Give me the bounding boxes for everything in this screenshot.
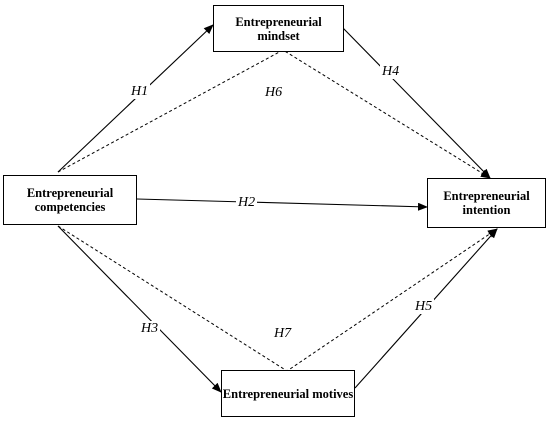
node-label: Entrepreneurial motives	[222, 386, 354, 401]
label-h5: H5	[413, 299, 435, 314]
label-h6: H6	[263, 85, 285, 100]
node-entrepreneurial-intention: Entrepreneurial intention	[427, 178, 546, 228]
label-h7: H7	[272, 326, 294, 341]
label-h4: H4	[380, 64, 402, 79]
edge-h4	[342, 27, 491, 179]
label-h3: H3	[139, 321, 161, 336]
edge-h6-dashed	[57, 49, 491, 179]
node-entrepreneurial-mindset: Entrepreneurial mindset	[213, 5, 344, 52]
edge-h3	[57, 225, 222, 393]
node-entrepreneurial-competencies: Entrepreneurial competencies	[3, 175, 137, 225]
label-h2: H2	[236, 195, 258, 210]
label-h1: H1	[129, 84, 151, 99]
node-label: Entrepreneurial intention	[443, 189, 530, 217]
node-label: Entrepreneurial mindset	[235, 14, 322, 43]
node-entrepreneurial-motives: Entrepreneurial motives	[221, 370, 355, 417]
node-label: Entrepreneurial competencies	[26, 186, 114, 214]
edge-h2	[136, 198, 428, 211]
